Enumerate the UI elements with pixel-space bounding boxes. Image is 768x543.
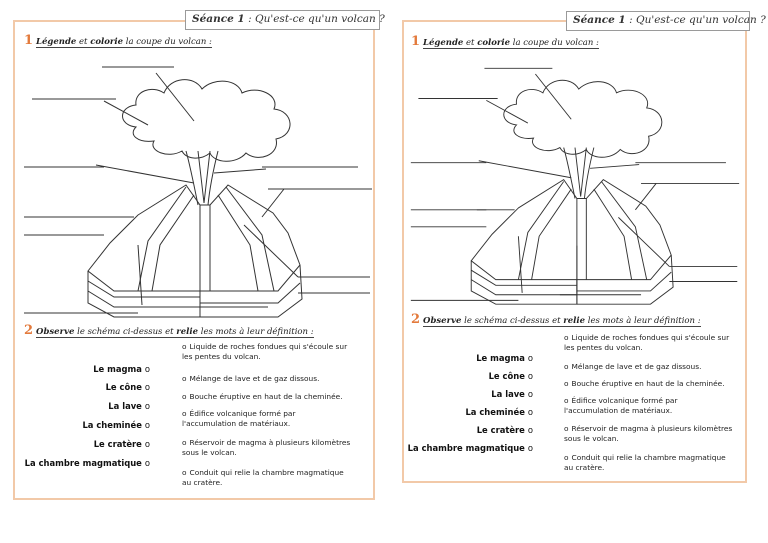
section-text: et xyxy=(463,38,478,49)
section-text: les mots à leur définition : xyxy=(198,327,314,338)
arrow xyxy=(243,224,299,278)
volcano-diagram-right xyxy=(410,67,740,305)
arrow xyxy=(95,164,195,184)
section-number: 1 xyxy=(24,33,34,48)
title-label: Séance 1 xyxy=(573,14,626,26)
section-number: 1 xyxy=(411,34,421,49)
section-text: le schéma ci-dessus et xyxy=(461,316,564,327)
section-text: Légende xyxy=(423,38,464,49)
title-box-left: Séance 1 : Qu'est-ce qu'un volcan ? xyxy=(185,10,385,30)
section-text: colorie xyxy=(477,38,511,49)
title-rest: : Qu'est-ce qu'un volcan ? xyxy=(244,13,385,25)
arrow xyxy=(478,160,572,179)
section-text: Observe xyxy=(423,316,462,327)
section-text: Légende xyxy=(36,37,77,48)
arrow xyxy=(517,236,523,293)
eruption-plume xyxy=(563,147,595,199)
section-number: 2 xyxy=(24,323,34,338)
arrow xyxy=(590,164,640,169)
chimney xyxy=(576,198,587,305)
section-number: 2 xyxy=(411,312,421,327)
section-text: Observe xyxy=(36,327,75,338)
arrow xyxy=(103,100,149,126)
chimney xyxy=(199,205,211,317)
arrow xyxy=(213,168,267,174)
section-text: relie xyxy=(176,327,199,338)
section-text: le schéma ci-dessus et xyxy=(74,327,177,338)
section-text: les mots à leur définition : xyxy=(585,316,701,327)
worksheet-left xyxy=(13,20,375,500)
arrow xyxy=(486,99,529,124)
arrow xyxy=(137,244,143,306)
volcano-cone xyxy=(470,179,672,281)
volcano-diagram-left xyxy=(24,66,372,318)
section-text: relie xyxy=(563,316,586,327)
arrow xyxy=(618,217,670,267)
volcano-cone xyxy=(87,184,301,292)
ash-cloud xyxy=(503,79,663,158)
arrow xyxy=(635,183,657,211)
section-text: et xyxy=(76,37,91,48)
section-text: la coupe du volcan : xyxy=(510,38,599,49)
arrow xyxy=(155,72,195,122)
eruption-plume xyxy=(185,150,219,206)
section-text: colorie xyxy=(90,37,124,48)
title-label: Séance 1 xyxy=(192,13,245,25)
ash-cloud xyxy=(122,79,291,162)
section-text: la coupe du volcan : xyxy=(123,37,212,48)
title-box-right: Séance 1 : Qu'est-ce qu'un volcan ? xyxy=(566,11,766,31)
title-rest: : Qu'est-ce qu'un volcan ? xyxy=(625,14,766,26)
arrow xyxy=(261,188,285,218)
arrow xyxy=(535,73,572,120)
